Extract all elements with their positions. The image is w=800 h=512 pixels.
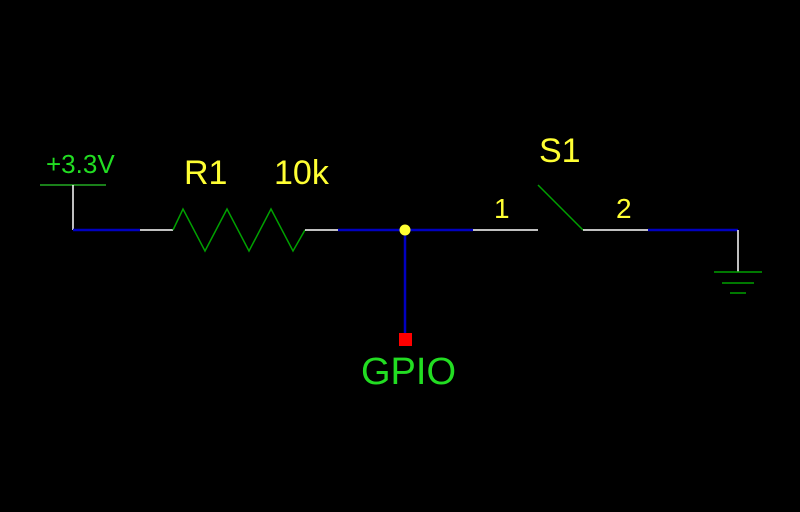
gpio-pin-marker[interactable] (399, 333, 412, 346)
ground-symbol[interactable] (714, 230, 762, 294)
r1-zigzag (172, 207, 306, 253)
gpio-label: GPIO (361, 351, 456, 393)
power-symbol-3v3[interactable] (40, 184, 106, 230)
switch-s1[interactable] (473, 184, 648, 231)
resistor-ref-label: R1 (184, 154, 227, 192)
switch-pin2-label: 2 (616, 193, 632, 224)
switch-ref-label: S1 (539, 132, 581, 170)
resistor-value-label: 10k (274, 154, 330, 192)
s1-lever (537, 184, 584, 231)
power-label: +3.3V (46, 149, 115, 179)
resistor-r1[interactable] (140, 207, 338, 253)
switch-pin1-label: 1 (494, 193, 510, 224)
junction-dot (399, 224, 411, 236)
